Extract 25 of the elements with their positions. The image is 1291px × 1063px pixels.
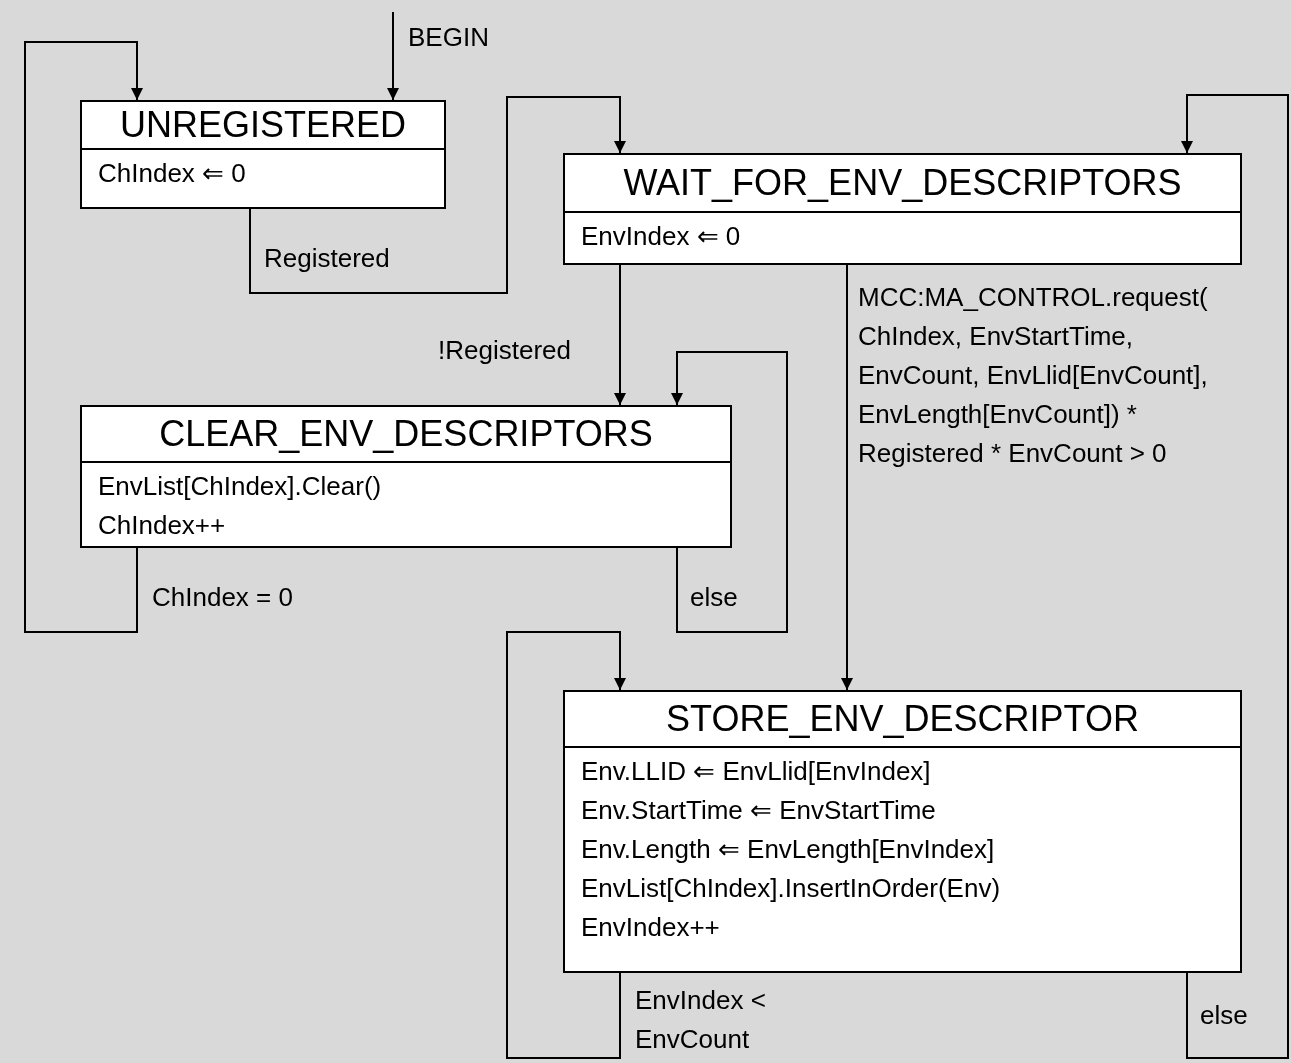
arrow (1181, 94, 1289, 1059)
state-box (80, 100, 446, 209)
action-text: Env.StartTime ⇐ EnvStartTime (580, 794, 937, 827)
arrow (506, 631, 626, 1059)
arrow (841, 264, 853, 691)
action-text: ChIndex ⇐ 0 (97, 157, 247, 190)
action-text: EnvList[ChIndex].InsertInOrder(Env) (580, 872, 1002, 905)
action-text: EnvList[ChIndex].Clear() (97, 470, 383, 503)
arrow (614, 264, 626, 406)
action-text: Env.LLID ⇐ EnvLlid[EnvIndex] (580, 755, 932, 788)
action-text: EnvIndex ⇐ 0 (580, 220, 742, 253)
action-text: ChIndex++ (97, 509, 227, 542)
arrow (387, 11, 399, 101)
state-box (563, 153, 1242, 265)
state-name: CLEAR_ENV_DESCRIPTORS (82, 407, 730, 463)
action-text: EnvIndex++ (580, 911, 721, 944)
state-name: STORE_ENV_DESCRIPTOR (565, 692, 1240, 748)
arrow (24, 41, 143, 633)
state-name: UNREGISTERED (82, 102, 444, 150)
state-box (80, 405, 732, 548)
action-text: Env.Length ⇐ EnvLength[EnvIndex] (580, 833, 996, 866)
state-name: WAIT_FOR_ENV_DESCRIPTORS (565, 155, 1240, 213)
arrow (249, 96, 626, 294)
state-box (563, 690, 1242, 973)
arrow (671, 351, 788, 633)
